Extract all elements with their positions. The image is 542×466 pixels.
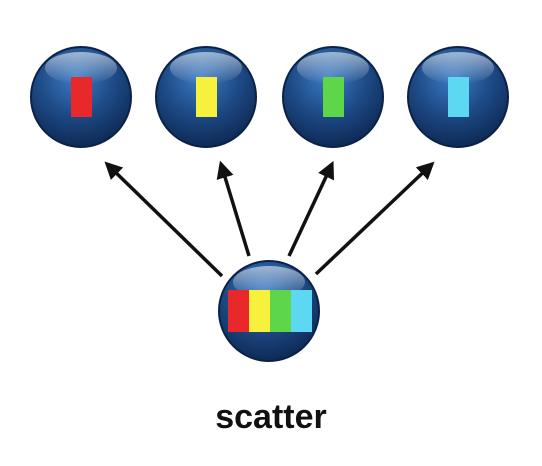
arrow-to-green [287, 160, 334, 257]
target-nodes [30, 46, 509, 148]
target-node-red [30, 46, 132, 148]
target-node-yellow [155, 46, 257, 148]
arrow-to-yellow [216, 160, 251, 257]
source-green-block [270, 290, 291, 332]
source-red-block [228, 290, 249, 332]
diagram-caption: scatter [215, 398, 327, 436]
target-node-green [282, 46, 384, 148]
arrows-group [104, 160, 435, 278]
cyan-block [448, 77, 469, 117]
source-node [218, 260, 320, 362]
red-block [71, 77, 92, 117]
yellow-block [196, 77, 217, 117]
arrow-to-red [104, 161, 224, 278]
arrow-to-cyan [314, 161, 435, 276]
source-yellow-block [249, 290, 270, 332]
source-cyan-block [291, 290, 312, 332]
green-block [323, 77, 344, 117]
target-node-cyan [407, 46, 509, 148]
